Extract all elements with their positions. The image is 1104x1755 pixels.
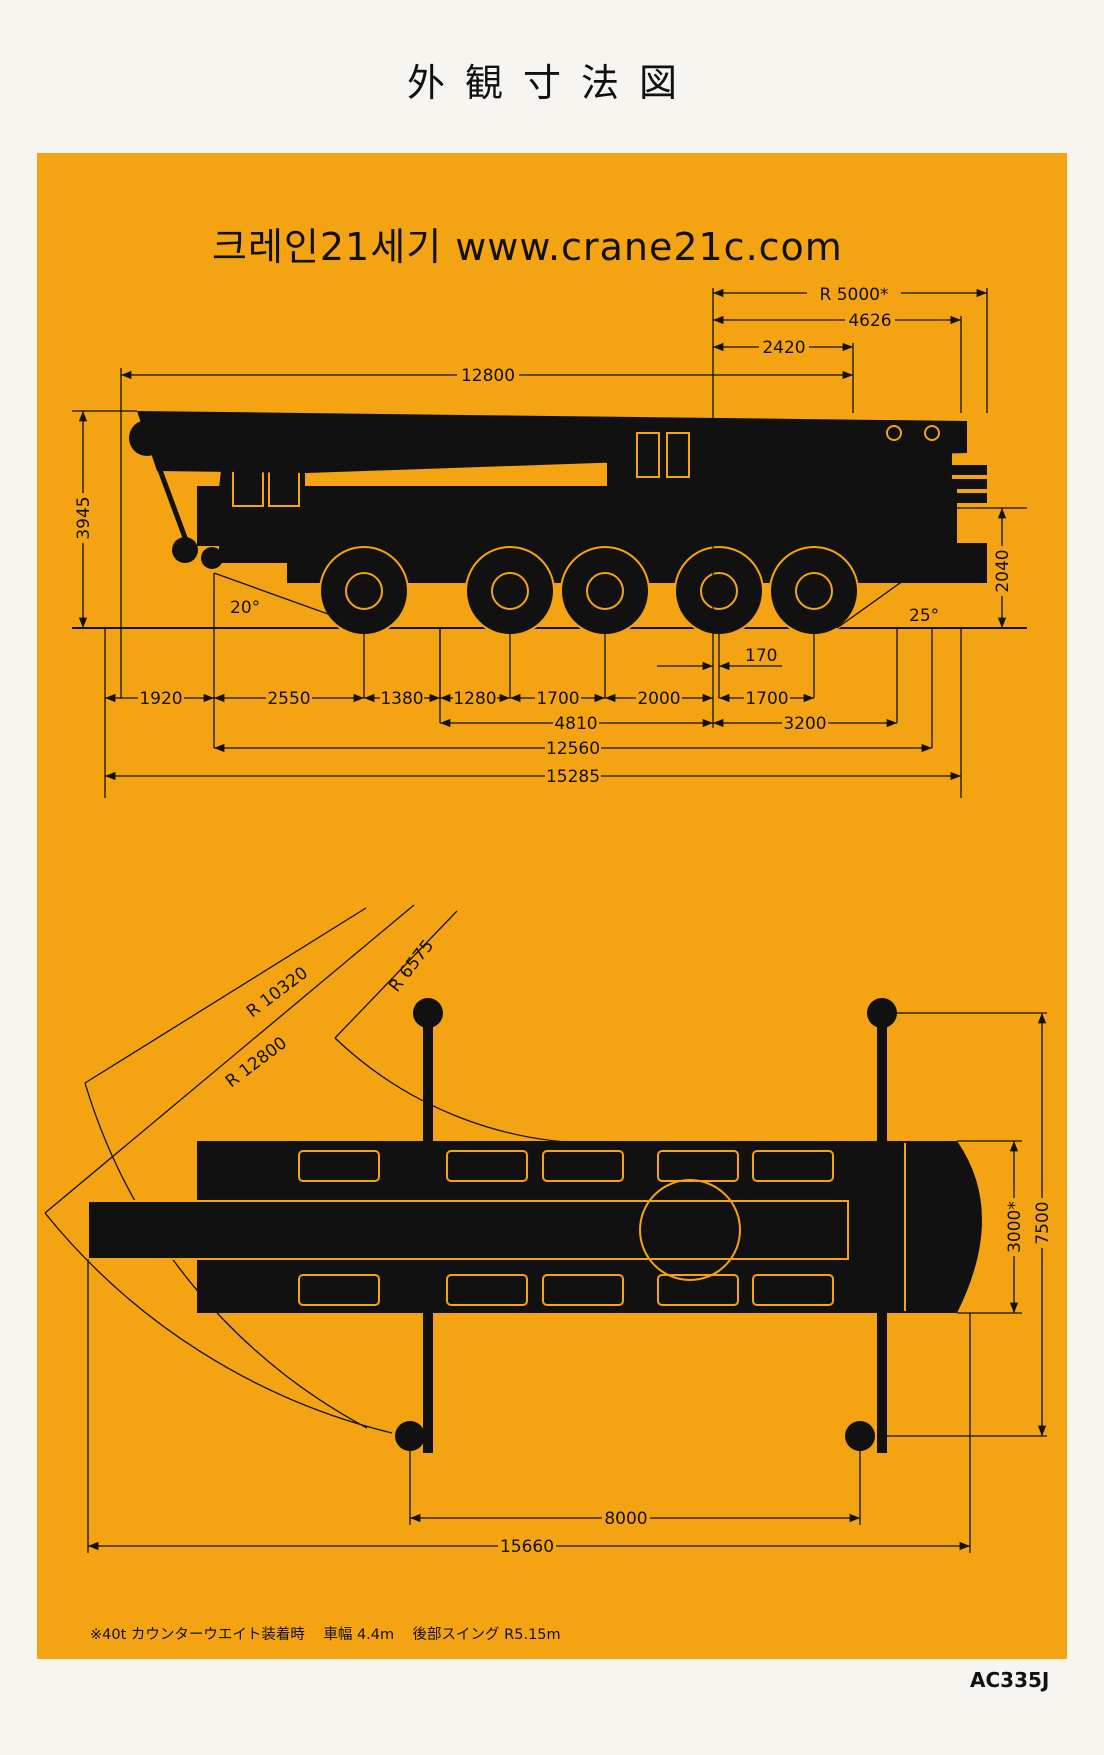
label-r5000: R 5000* bbox=[820, 285, 889, 305]
label-170: 170 bbox=[745, 646, 777, 666]
label-r12800: R 12800 bbox=[222, 1033, 291, 1092]
label-2000: 2000 bbox=[637, 689, 680, 709]
label-15285: 15285 bbox=[546, 767, 600, 787]
label-12560: 12560 bbox=[546, 739, 600, 759]
website-banner: 크레인21세기 www.crane21c.com bbox=[212, 225, 843, 269]
diagram-panel bbox=[37, 153, 1067, 1659]
footnote: ※40t カウンターウエイト装着時 車幅 4.4m 後部スイング R5.15m bbox=[90, 1627, 561, 1643]
label-8000: 8000 bbox=[604, 1509, 647, 1529]
label-15660: 15660 bbox=[500, 1537, 554, 1557]
label-2550: 2550 bbox=[267, 689, 310, 709]
label-4810: 4810 bbox=[554, 714, 597, 734]
label-12800: 12800 bbox=[461, 366, 515, 386]
label-1700a: 1700 bbox=[536, 689, 579, 709]
side-view-labels: R 5000* 4626 2420 12800 3945 2040 20° 25… bbox=[74, 283, 1013, 787]
model-code: AC335J bbox=[970, 1668, 1050, 1692]
page-title: 外観寸法図 bbox=[406, 61, 697, 105]
label-angle-front: 20° bbox=[230, 598, 260, 618]
label-2040: 2040 bbox=[993, 549, 1013, 592]
label-3200: 3200 bbox=[783, 714, 826, 734]
label-1920: 1920 bbox=[139, 689, 182, 709]
label-3945: 3945 bbox=[74, 496, 94, 539]
side-view-crane bbox=[72, 411, 1027, 636]
label-1280: 1280 bbox=[453, 689, 496, 709]
label-1380: 1380 bbox=[380, 689, 423, 709]
label-r10320: R 10320 bbox=[243, 963, 312, 1022]
label-1700b: 1700 bbox=[745, 689, 788, 709]
label-2420: 2420 bbox=[762, 338, 805, 358]
top-view-crane bbox=[44, 904, 982, 1453]
label-angle-rear: 25° bbox=[909, 606, 939, 626]
label-4626: 4626 bbox=[848, 311, 891, 331]
label-7500: 7500 bbox=[1033, 1201, 1053, 1244]
dimension-drawing: R 5000* 4626 2420 12800 3945 2040 20° 25… bbox=[44, 283, 1053, 1557]
label-3000: 3000* bbox=[1005, 1201, 1025, 1253]
label-r6575: R 6575 bbox=[385, 936, 438, 996]
